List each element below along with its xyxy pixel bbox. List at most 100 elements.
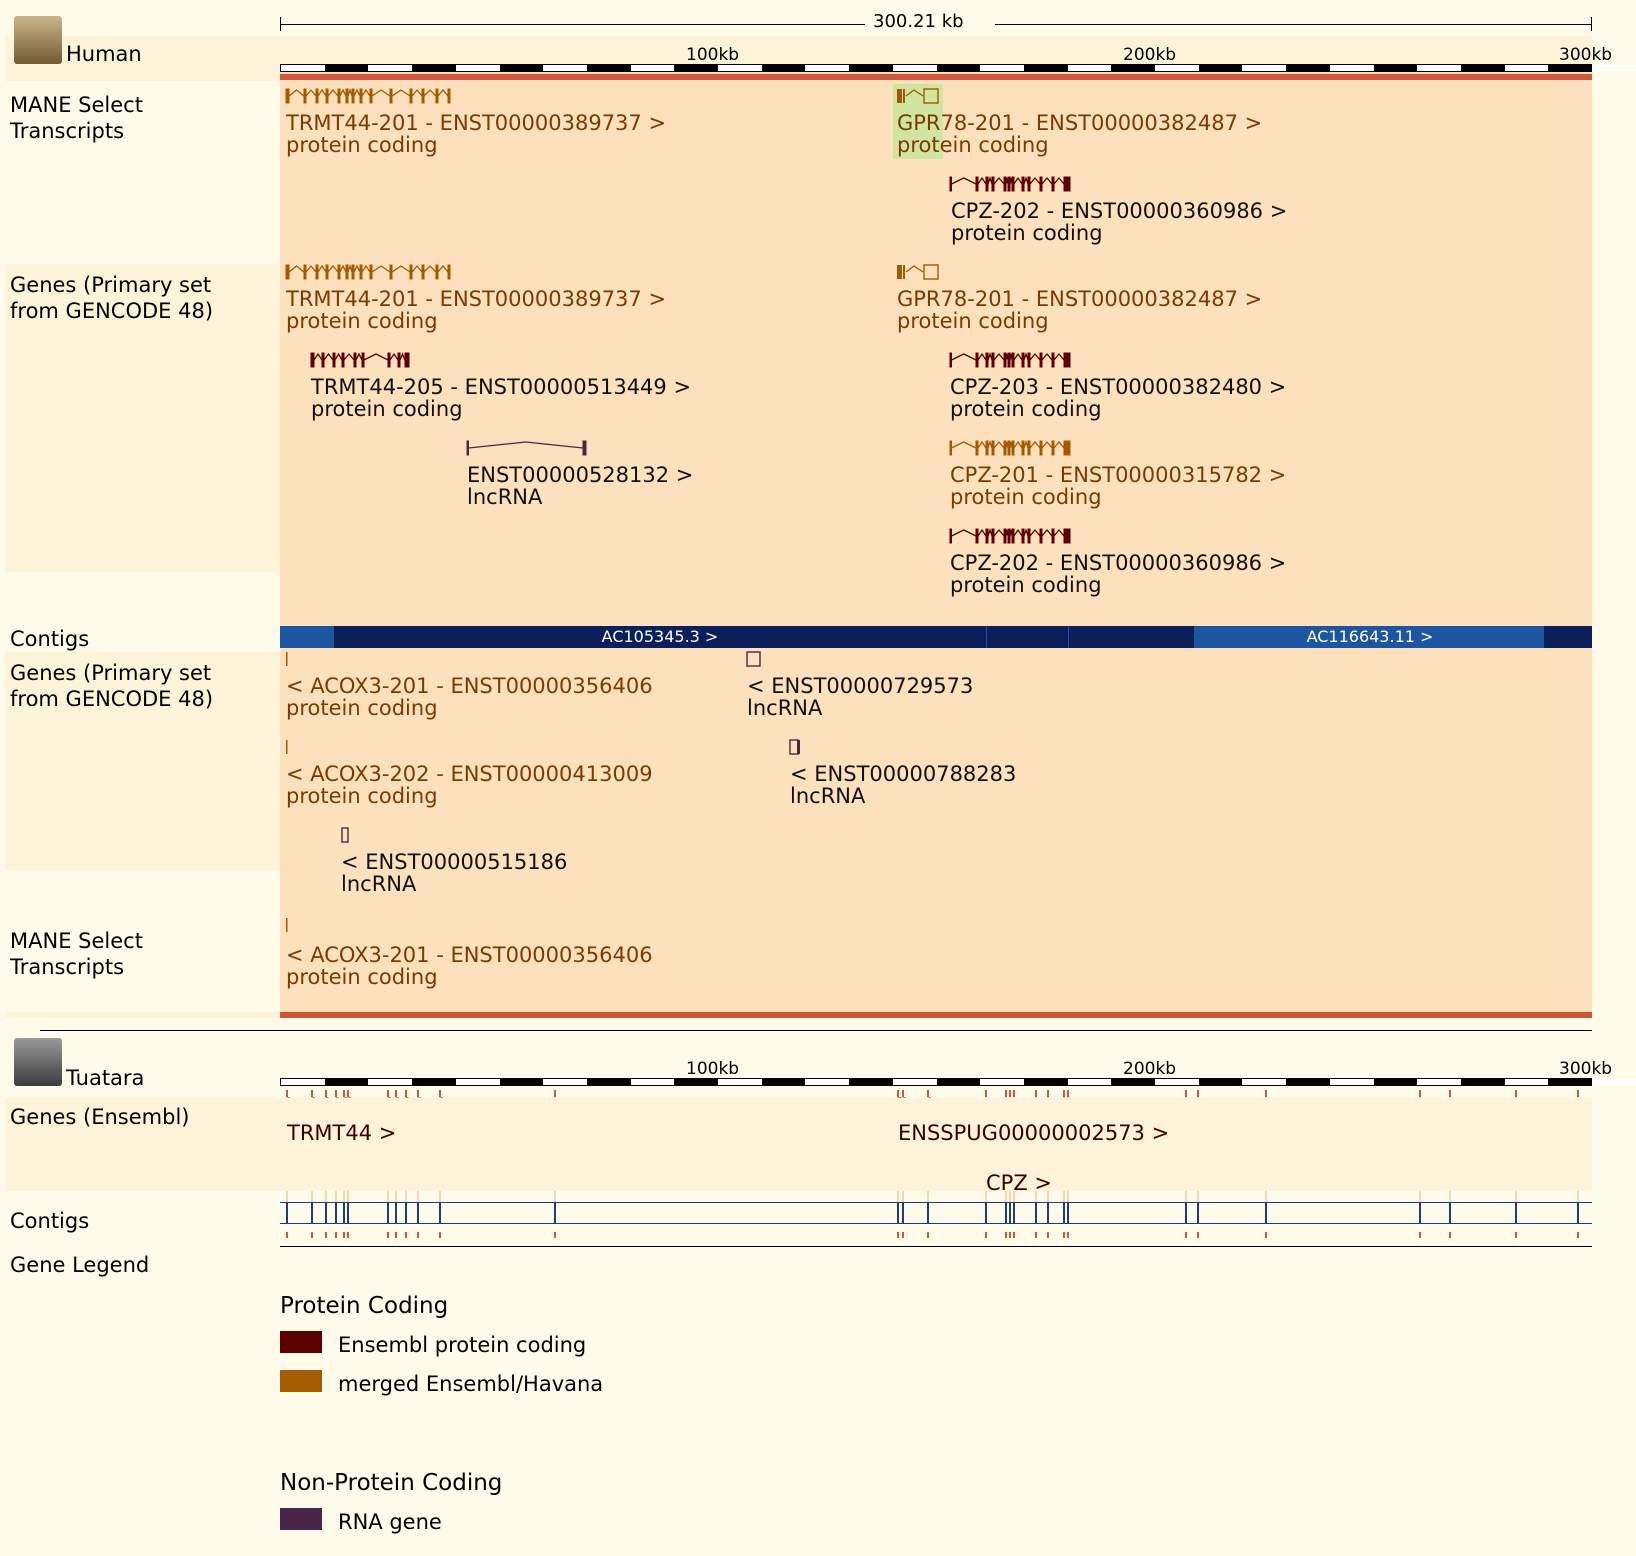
intron — [305, 264, 317, 273]
ruler-segment — [849, 1079, 893, 1085]
exon — [286, 740, 288, 754]
intron — [437, 264, 449, 273]
gene-label[interactable]: < ACOX3-201 - ENST00000356406 — [286, 674, 653, 698]
tuatara-ruler[interactable] — [280, 1078, 1636, 1086]
legend-swatch-ensembl — [280, 1331, 322, 1353]
gene-label[interactable]: CPZ-202 - ENST00000360986 > — [950, 551, 1287, 575]
gene-biotype: protein coding — [311, 397, 463, 421]
ruler-segment — [1417, 65, 1461, 71]
gene-label[interactable]: GPR78-201 - ENST00000382487 > — [897, 287, 1263, 311]
exon — [389, 264, 393, 280]
gene-label[interactable]: < ACOX3-201 - ENST00000356406 — [286, 943, 653, 967]
ruler-segment — [586, 65, 631, 71]
track-label-mane-bottom[interactable]: MANE Select Transcripts — [10, 929, 143, 979]
track-label-tuatara-contigs[interactable]: Contigs — [10, 1209, 90, 1233]
exon — [332, 352, 336, 368]
gene-label[interactable]: CPZ-203 - ENST00000382480 > — [950, 375, 1287, 399]
ruler-segment — [324, 65, 369, 71]
intron — [288, 265, 305, 273]
ruler-segment — [586, 1079, 631, 1085]
gene-label[interactable]: ENSSPUG00000002573 > — [898, 1121, 1170, 1145]
contig-label[interactable]: AC116643.11 > — [1306, 627, 1434, 646]
ruler-segment — [805, 1079, 850, 1085]
gene-label[interactable]: CPZ > — [986, 1171, 1052, 1195]
species-label-human[interactable]: Human — [66, 42, 142, 66]
exon — [286, 652, 288, 666]
species-divider — [40, 1030, 1592, 1031]
gene-label[interactable]: CPZ-201 - ENST00000315782 > — [950, 463, 1287, 487]
ruler-segment — [1460, 1079, 1505, 1085]
gene-label[interactable]: < ACOX3-202 - ENST00000413009 — [286, 762, 653, 786]
ruler-segment — [936, 1079, 981, 1085]
intron — [993, 176, 1005, 185]
exon — [1003, 352, 1007, 368]
human-contig-bar[interactable]: AC105345.3 > AC116643.11 > — [280, 626, 1592, 648]
gene-label[interactable]: TRMT44-201 - ENST00000389737 > — [286, 287, 667, 311]
human-ruler[interactable] — [280, 64, 1636, 72]
gene-label[interactable]: TRMT44-205 - ENST00000513449 > — [311, 375, 692, 399]
legend-heading: Protein Coding — [280, 1293, 449, 1319]
exon — [397, 352, 401, 368]
exon — [1063, 528, 1071, 544]
ruler-segment — [761, 1079, 806, 1085]
intron — [288, 89, 305, 97]
exon — [369, 264, 373, 280]
track-label-tuatara-genes[interactable]: Genes (Ensembl) — [10, 1105, 190, 1129]
ruler-segment — [1286, 1079, 1330, 1085]
gene-label[interactable]: < ENST00000788283 — [790, 762, 1017, 786]
intron — [987, 439, 993, 449]
ruler-segment — [1286, 65, 1330, 71]
track-label-mane-top[interactable]: MANE Select Transcripts — [10, 93, 143, 143]
species-label-tuatara[interactable]: Tuatara — [66, 1066, 145, 1090]
gene-label[interactable]: CPZ-202 - ENST00000360986 > — [951, 199, 1288, 223]
exon-outline — [789, 739, 799, 755]
intron — [1013, 528, 1023, 537]
intron — [313, 352, 323, 361]
gene-label[interactable]: TRMT44 > — [287, 1121, 397, 1145]
intron — [1023, 527, 1029, 537]
exon — [353, 352, 357, 368]
contig-label[interactable]: AC105345.3 > — [601, 627, 719, 646]
gene-biotype: lncRNA — [790, 784, 866, 808]
intron — [1013, 176, 1023, 185]
exon — [1003, 528, 1007, 544]
exon — [310, 352, 315, 368]
exon — [337, 264, 341, 280]
gene-label[interactable]: GPR78-201 - ENST00000382487 > — [897, 111, 1263, 135]
intron — [327, 264, 339, 273]
track-label-contigs[interactable]: Contigs — [10, 627, 90, 651]
track-label-genes-bottom[interactable]: Genes (Primary set from GENCODE 48) — [10, 661, 214, 711]
ruler-segment — [1373, 1079, 1418, 1085]
exon — [341, 352, 345, 368]
ruler-segment — [368, 1079, 413, 1085]
gene-label[interactable]: TRMT44-201 - ENST00000389737 > — [286, 111, 667, 135]
exon — [466, 440, 469, 456]
exon — [1007, 440, 1011, 456]
gene-biotype: protein coding — [286, 133, 438, 157]
ruler-segment — [543, 65, 587, 71]
human-gene-panel — [280, 72, 1592, 1018]
ruler-segment — [1504, 65, 1549, 71]
intron — [339, 88, 347, 97]
exon — [1021, 528, 1025, 544]
tuatara-contig-track[interactable] — [280, 1202, 1592, 1224]
exon — [1051, 352, 1055, 368]
exon — [1021, 352, 1025, 368]
gene-label[interactable]: ENST00000528132 > — [467, 463, 694, 487]
intron — [951, 441, 977, 449]
exon — [345, 264, 349, 280]
gene-label[interactable]: < ENST00000729573 — [747, 674, 974, 698]
exon — [369, 88, 373, 104]
exon — [421, 88, 425, 104]
exon — [949, 440, 952, 456]
exon — [985, 352, 989, 368]
ruler-segment — [892, 1079, 937, 1085]
ruler-segment — [543, 1079, 587, 1085]
ruler-segment — [1023, 65, 1068, 71]
gene-label[interactable]: < ENST00000515186 — [341, 850, 568, 874]
exon — [361, 352, 365, 368]
exon — [1039, 352, 1043, 368]
exon — [1063, 440, 1071, 456]
ruler-segment — [630, 1079, 675, 1085]
track-label-genes-top[interactable]: Genes (Primary set from GENCODE 48) — [10, 273, 214, 323]
